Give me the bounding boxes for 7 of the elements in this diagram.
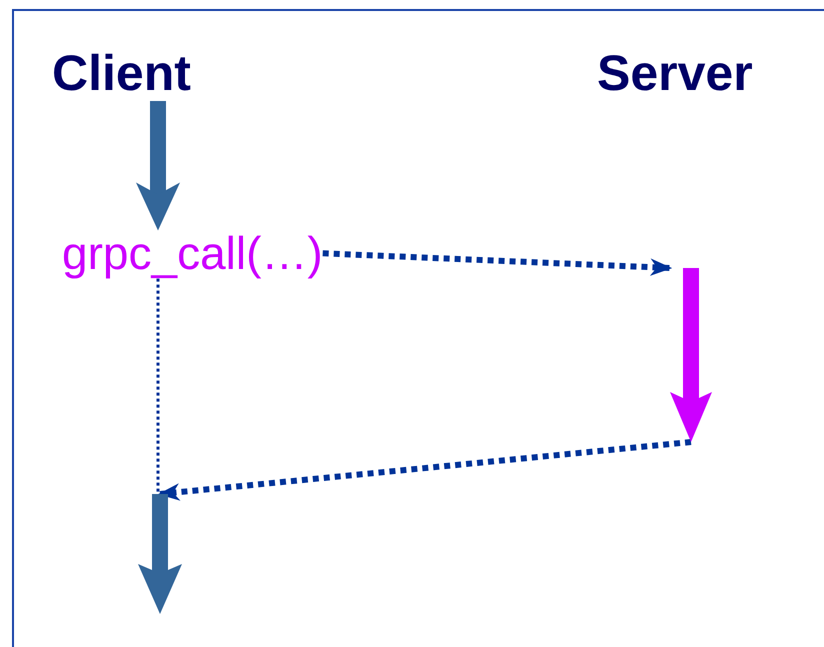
client-label: Client xyxy=(52,46,191,101)
function-call-text: grpc_call(…) xyxy=(62,228,323,279)
arrow xyxy=(322,250,672,276)
arrow xyxy=(136,101,180,231)
server-label: Server xyxy=(597,46,753,101)
arrow xyxy=(158,439,692,501)
dotted-line xyxy=(156,278,160,494)
